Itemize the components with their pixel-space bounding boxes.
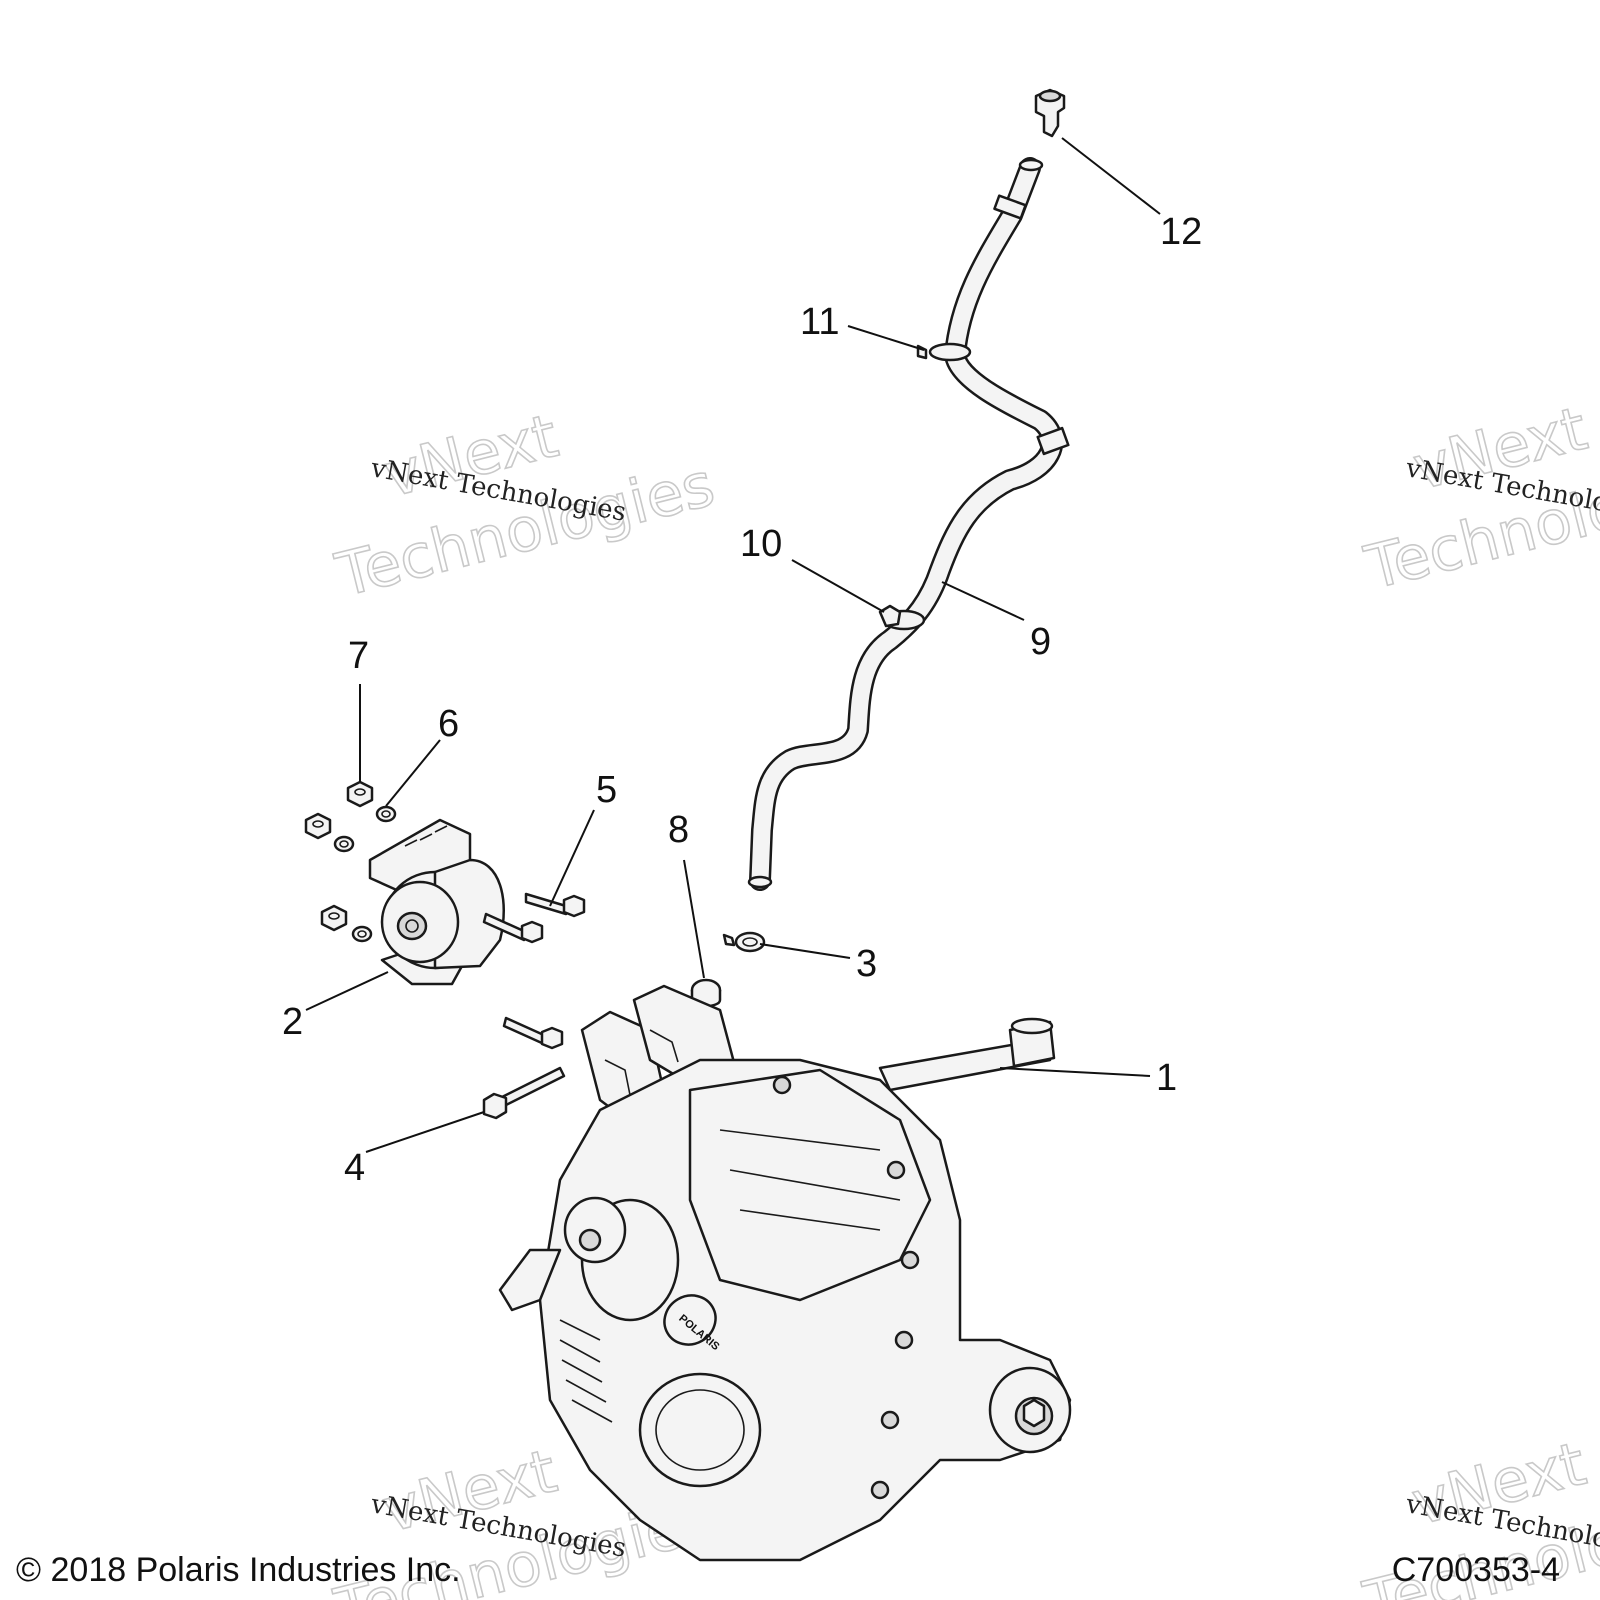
part-hose-clamp-lower (722, 931, 766, 953)
part-washers (333, 805, 397, 943)
callout-12: 12 (1160, 211, 1202, 253)
leader-1 (999, 1067, 1151, 1077)
part-nuts (304, 780, 374, 932)
leader-8 (683, 859, 705, 979)
part-mount-bolts (482, 892, 586, 944)
callout-1: 1 (1156, 1057, 1177, 1099)
callout-3: 3 (856, 943, 877, 985)
callout-8: 8 (668, 809, 689, 851)
part-transmission-bolts (482, 1016, 566, 1120)
leader-9 (941, 581, 1025, 621)
leader-5 (549, 809, 595, 907)
copyright-notice: © 2018 Polaris Industries Inc. (16, 1551, 461, 1589)
part-hose-clamp-upper (916, 342, 972, 362)
callout-numbers: 1 2 3 4 5 6 7 8 9 10 11 12 (282, 211, 1202, 1189)
part-hose-clamp-middle (878, 604, 926, 631)
callout-5: 5 (596, 769, 617, 811)
callout-9: 9 (1030, 621, 1051, 663)
leader-12 (1061, 137, 1161, 215)
leader-lines (305, 137, 1161, 1153)
callout-11: 11 (800, 301, 839, 343)
callout-7: 7 (348, 635, 369, 677)
part-vent-fitting (1034, 88, 1066, 138)
leader-11 (847, 325, 925, 351)
callout-2: 2 (282, 1001, 303, 1043)
callout-6: 6 (438, 703, 459, 745)
part-plug (690, 978, 722, 1008)
leader-4 (365, 1111, 485, 1153)
callout-10: 10 (740, 523, 782, 565)
leader-6 (385, 739, 441, 807)
drawing-number: C700353-4 (1391, 1551, 1560, 1589)
part-engine-mount (368, 818, 505, 986)
callout-4: 4 (344, 1147, 365, 1189)
part-vent-hose (747, 157, 1070, 891)
part-transmission-assembly: POLARIS (498, 984, 1072, 1562)
leader-2 (305, 971, 389, 1011)
leader-10 (791, 559, 885, 613)
leader-3 (759, 943, 851, 959)
